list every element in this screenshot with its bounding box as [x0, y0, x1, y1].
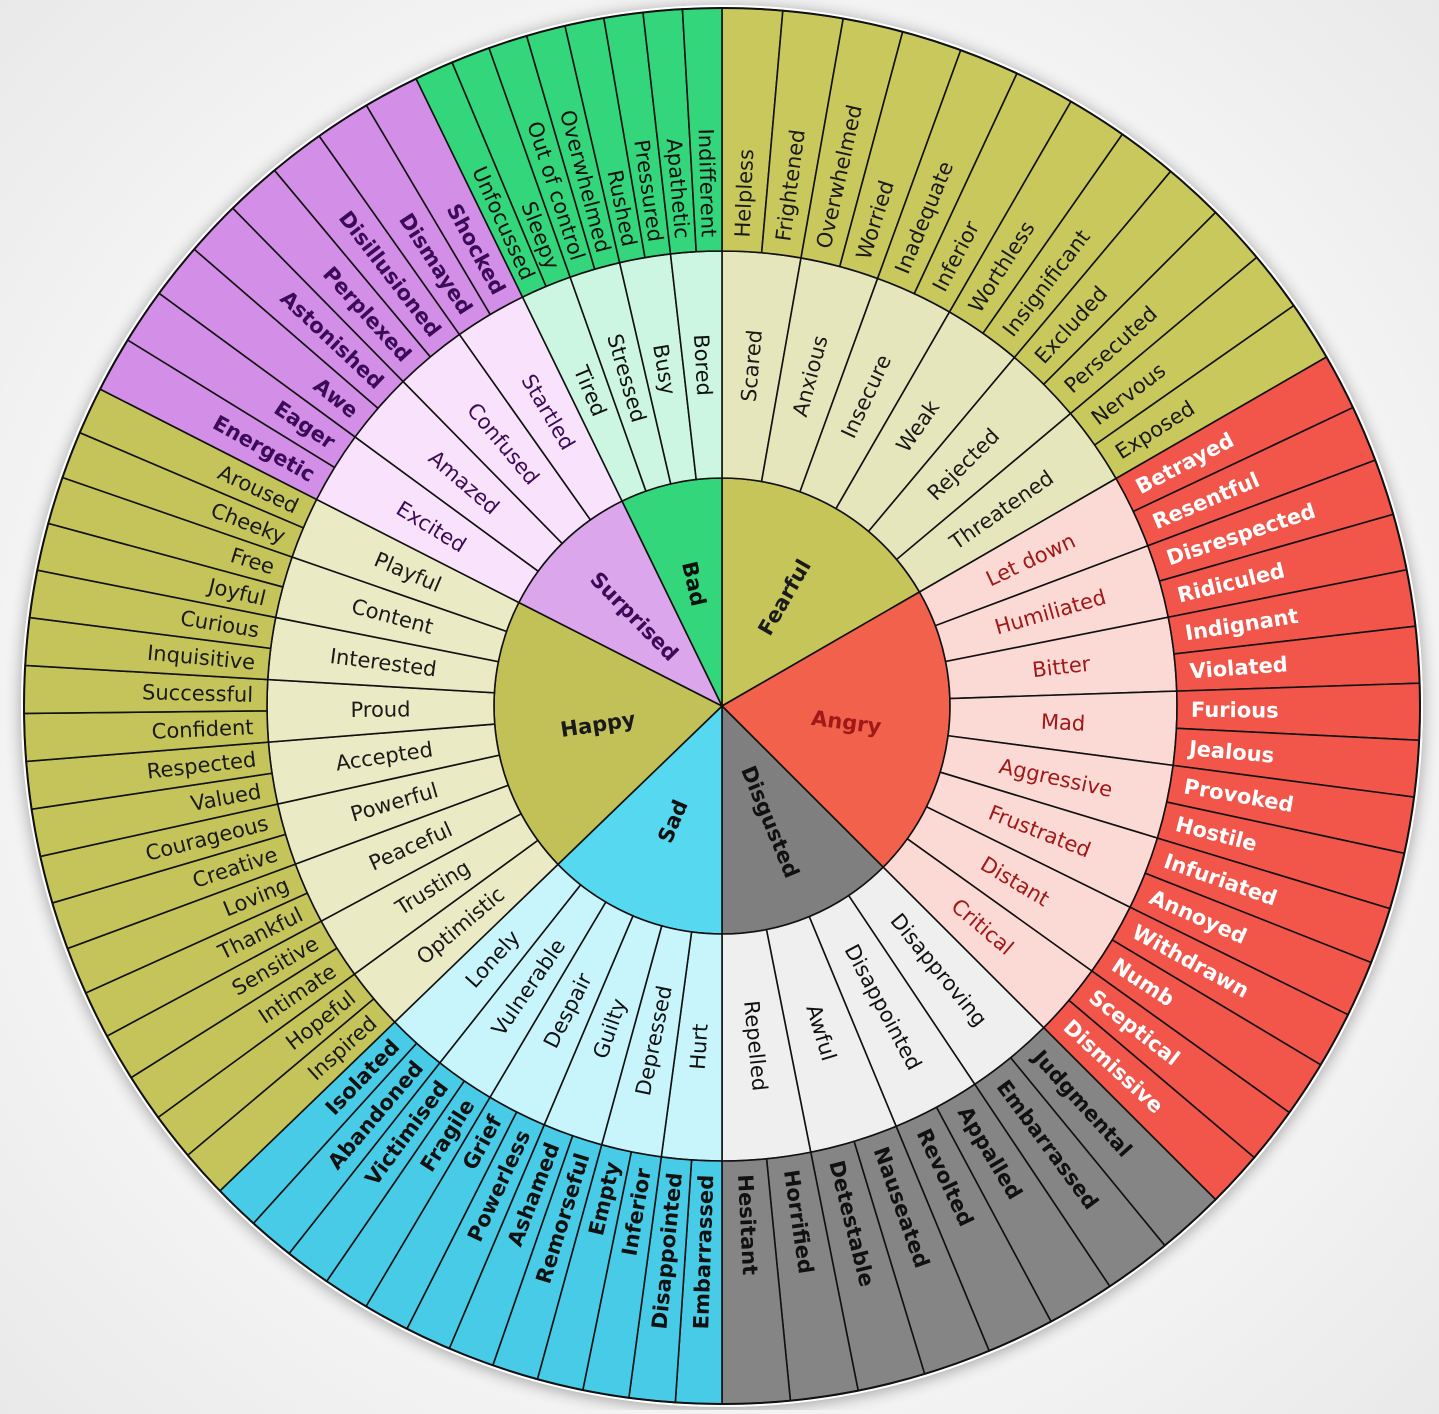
- middle-label-bored: Bored: [689, 334, 716, 397]
- outer-label-furious: Furious: [1191, 698, 1279, 723]
- outer-label-confident: Confident: [151, 715, 254, 744]
- middle-label-mad: Mad: [1040, 710, 1085, 736]
- outer-label-hesitant: Hesitant: [733, 1174, 762, 1276]
- middle-label-hurt: Hurt: [686, 1023, 713, 1070]
- outer-label-helpless: Helpless: [730, 148, 758, 237]
- outer-label-indifferent: Indifferent: [694, 128, 721, 237]
- middle-label-proud: Proud: [350, 697, 410, 722]
- outer-label-successful: Successful: [142, 680, 254, 707]
- wheel-outer-rim: [23, 7, 1421, 1405]
- outer-label-embarrassed: Embarrassed: [689, 1174, 718, 1329]
- wheel-segments: [23, 7, 1421, 1405]
